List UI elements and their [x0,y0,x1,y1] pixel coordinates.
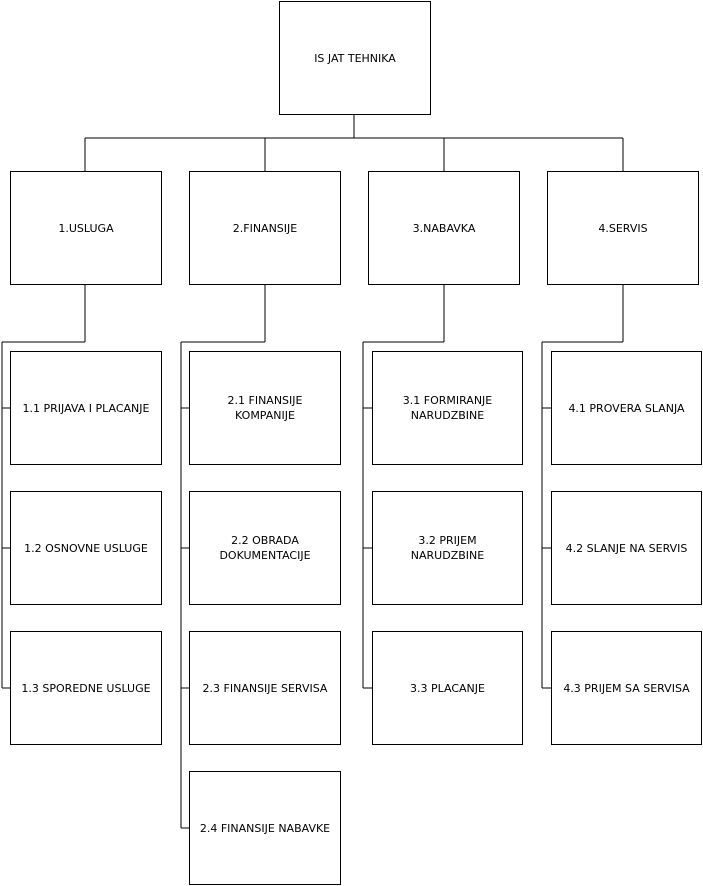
category-label: 2.FINANSIJE [232,221,298,235]
subnode-label: 4.2 SLANJE NA SERVIS [565,541,688,555]
subnode-4-3: 4.3 PRIJEM SA SERVISA [551,631,702,745]
subnode-2-2: 2.2 OBRADA DOKUMENTACIJE [189,491,341,605]
subnode-label: 3.3 PLACANJE [410,681,485,695]
subnode-1-3: 1.3 SPOREDNE USLUGE [10,631,162,745]
subnode-label: 2.4 FINANSIJE NABAVKE [199,821,331,835]
subnode-2-3: 2.3 FINANSIJE SERVISA [189,631,341,745]
subnode-4-1: 4.1 PROVERA SLANJA [551,351,702,465]
subnode-label: 3.1 FORMIRANJE NARUDZBINE [402,394,493,422]
subnode-1-2: 1.2 OSNOVNE USLUGE [10,491,162,605]
root-node-label: IS JAT TEHNIKA [314,51,396,65]
subnode-label: 1.3 SPOREDNE USLUGE [21,681,151,695]
category-node-usluga: 1.USLUGA [10,171,162,285]
category-label: 3.NABAVKA [412,221,476,235]
category-node-servis: 4.SERVIS [547,171,699,285]
subnode-3-2: 3.2 PRIJEM NARUDZBINE [372,491,523,605]
category-label: 4.SERVIS [598,221,648,235]
subnode-1-1: 1.1 PRIJAVA I PLACANJE [10,351,162,465]
subnode-label: 4.3 PRIJEM SA SERVISA [563,681,690,695]
subnode-label: 3.2 PRIJEM NARUDZBINE [410,534,485,562]
subnode-label: 1.2 OSNOVNE USLUGE [24,541,148,555]
subnode-label: 2.1 FINANSIJE KOMPANIJE [227,394,303,422]
category-label: 1.USLUGA [58,221,114,235]
subnode-2-1: 2.1 FINANSIJE KOMPANIJE [189,351,341,465]
subnode-3-3: 3.3 PLACANJE [372,631,523,745]
subnode-label: 1.1 PRIJAVA I PLACANJE [22,401,150,415]
subnode-label: 4.1 PROVERA SLANJA [568,401,685,415]
subnode-3-1: 3.1 FORMIRANJE NARUDZBINE [372,351,523,465]
subnode-label: 2.2 OBRADA DOKUMENTACIJE [219,534,311,562]
category-node-nabavka: 3.NABAVKA [368,171,520,285]
subnode-2-4: 2.4 FINANSIJE NABAVKE [189,771,341,885]
subnode-4-2: 4.2 SLANJE NA SERVIS [551,491,702,605]
subnode-label: 2.3 FINANSIJE SERVISA [202,681,328,695]
root-node: IS JAT TEHNIKA [279,1,431,115]
category-node-finansije: 2.FINANSIJE [189,171,341,285]
